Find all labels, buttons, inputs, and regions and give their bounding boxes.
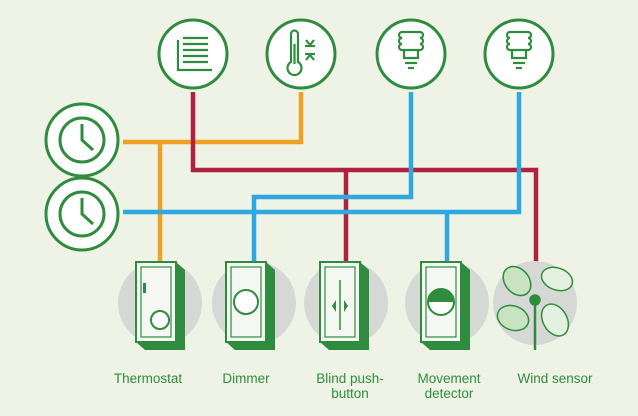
wire-blue-timer bbox=[123, 92, 522, 215]
wire-orange bbox=[123, 92, 304, 145]
sensor-temperature bbox=[265, 18, 337, 90]
sensor-blind bbox=[157, 18, 229, 90]
thermostat-icon bbox=[135, 261, 185, 350]
bulb-icon bbox=[397, 30, 425, 70]
sensor-light-2 bbox=[483, 18, 555, 90]
blind-icon bbox=[176, 36, 212, 72]
sensor-light-1 bbox=[375, 18, 447, 90]
thermometer-icon bbox=[286, 29, 315, 77]
device-label-line: detector bbox=[424, 386, 474, 401]
wire-red bbox=[190, 92, 539, 262]
device-label-line: Blind push- bbox=[316, 371, 384, 386]
timer-1 bbox=[44, 102, 120, 178]
bulb-icon bbox=[505, 30, 533, 70]
dimmer-icon bbox=[225, 261, 275, 350]
blind-pushbutton-icon bbox=[319, 261, 369, 350]
wiring bbox=[123, 92, 539, 262]
device-label-wind-sensor: Wind sensor bbox=[517, 371, 593, 386]
movement-detector-icon bbox=[420, 261, 470, 350]
device-label-line: Movement bbox=[417, 371, 481, 386]
wire-blue-dimmer bbox=[251, 92, 414, 262]
device-label-line: button bbox=[331, 386, 369, 401]
clock-icon bbox=[58, 190, 106, 238]
timer-2 bbox=[44, 176, 120, 252]
device-label-movement-detector: Movement detector bbox=[399, 371, 499, 401]
device-label-thermostat: Thermostat bbox=[113, 371, 183, 386]
clock-icon bbox=[58, 116, 106, 164]
device-label-blind-pushbutton: Blind push- button bbox=[300, 371, 400, 401]
wind-sensor-icon bbox=[496, 265, 574, 350]
device-label-dimmer: Dimmer bbox=[222, 371, 270, 386]
